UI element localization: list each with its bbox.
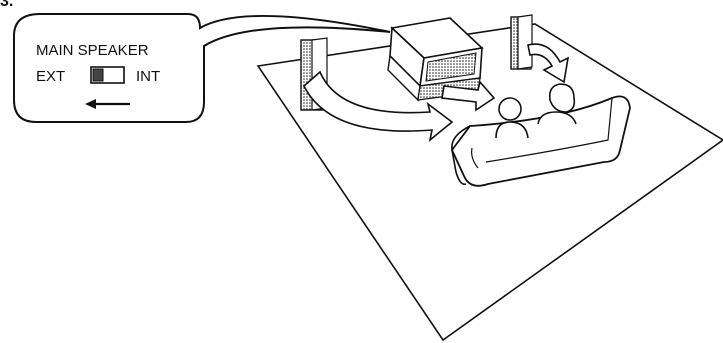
sofa <box>452 96 630 185</box>
switch-label-int: INT <box>136 68 160 85</box>
switch-knob <box>93 69 103 81</box>
television <box>388 18 482 100</box>
switch-label-ext: EXT <box>36 68 65 85</box>
ext-int-switch[interactable] <box>91 67 124 83</box>
right-sound-arrow <box>528 44 568 82</box>
callout-title: MAIN SPEAKER <box>36 42 149 59</box>
person-left <box>496 98 528 138</box>
right-speaker <box>511 15 532 69</box>
person-right <box>538 84 576 124</box>
step-number: 3. <box>0 0 13 10</box>
